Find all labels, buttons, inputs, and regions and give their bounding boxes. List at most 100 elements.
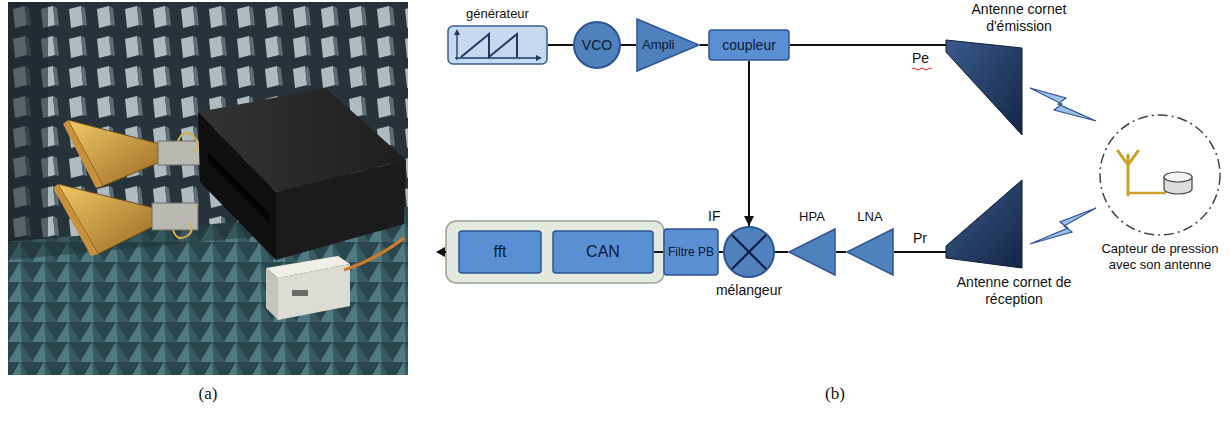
node-caption: Antenne cornet de réception <box>944 274 1084 308</box>
fft-box: fft <box>458 230 542 274</box>
radar-housing <box>208 152 270 224</box>
emission-horn-shape <box>946 38 1022 135</box>
output-arrow <box>436 247 445 257</box>
power-box <box>292 290 308 296</box>
mixer-circle-shape <box>724 227 774 277</box>
pressure-sensor: Capteur de pression avec son antenne <box>1098 113 1222 237</box>
signal-line <box>621 44 636 46</box>
adc-box-shape <box>553 231 653 273</box>
horn-antenna-lower <box>53 184 98 256</box>
signal-label: IF <box>708 208 720 225</box>
port-label: Pe <box>912 50 929 67</box>
signal-line <box>775 251 788 253</box>
pressure-sensor-shape <box>1164 172 1192 182</box>
node-caption: mélangeur <box>716 282 782 299</box>
signal-line <box>836 251 846 253</box>
horn-antenna-lower <box>173 222 192 238</box>
node-caption: LNA <box>857 209 882 225</box>
signal-generator-shape <box>448 26 547 64</box>
spellcheck-squiggle <box>912 68 932 70</box>
lna-triangle: LNA <box>846 228 894 276</box>
wireless-bolt <box>1030 88 1096 121</box>
output-arrow <box>436 247 446 257</box>
mixer-circle-shape <box>732 235 766 269</box>
adc-box: CAN <box>552 230 654 274</box>
power-box <box>266 268 278 320</box>
signal-line <box>790 44 946 46</box>
wireless-bolt <box>1030 208 1096 244</box>
fft-box-shape <box>459 231 541 273</box>
emission-horn: Antenne cornet d'émission <box>946 38 1022 135</box>
signal-generator-shape <box>461 34 517 57</box>
radar-housing <box>276 160 406 260</box>
emission-horn-shape <box>946 40 1022 135</box>
chamber-photo <box>8 2 408 375</box>
node-label: VCO <box>582 37 612 54</box>
signal-line <box>748 61 750 226</box>
mixer-circle-shape <box>723 226 775 278</box>
signal-generator: générateur <box>447 25 548 65</box>
hpa-triangle-shape <box>788 228 836 276</box>
signal-line <box>654 251 663 253</box>
lna-triangle-shape <box>847 229 893 275</box>
node-label: Ampli <box>642 37 675 53</box>
coupler-box: coupleur <box>708 29 790 61</box>
signal-generator-shape <box>447 25 548 65</box>
pressure-sensor-shape <box>1118 151 1138 195</box>
spellcheck-squiggle <box>912 68 932 70</box>
hpa-triangle: HPA <box>788 228 836 276</box>
power-box <box>344 238 404 270</box>
lowpass-filter-box-text-area: Filtre PB <box>663 228 719 276</box>
acquisition-group-outline <box>446 221 664 283</box>
signal-line <box>700 44 708 46</box>
horn-antenna-upper <box>178 133 198 151</box>
radar-housing <box>198 112 276 260</box>
pressure-sensor-shape <box>1100 115 1220 235</box>
amplifier-triangle-shape <box>637 19 699 71</box>
fft-box-text-area: fft <box>458 230 542 274</box>
horn-antenna-upper <box>63 120 204 188</box>
mixer-circle: mélangeur <box>723 226 775 278</box>
signal-generator-shape <box>536 55 542 61</box>
horn-antenna-upper <box>63 120 103 188</box>
power-box <box>266 238 404 320</box>
horn-antenna-lower <box>53 184 198 256</box>
node-label: Filtre PB <box>668 245 714 259</box>
node-caption: Capteur de pression avec son antenne <box>1095 241 1225 272</box>
absorber-wall <box>8 2 48 272</box>
node-label: coupleur <box>722 37 776 54</box>
signal-line <box>719 251 723 253</box>
lowpass-filter-box-shape <box>664 229 718 275</box>
vco-circle-text-area: VCO <box>573 21 621 69</box>
reception-horn-shape <box>946 180 1022 268</box>
coupler-box-shape <box>709 30 789 60</box>
absorber-wall <box>8 2 408 375</box>
lowpass-filter-box: Filtre PB <box>663 228 719 276</box>
reception-horn: Antenne cornet de réception <box>946 176 1022 270</box>
port-label: Pr <box>913 230 927 247</box>
amplifier-triangle: Ampli <box>636 18 700 72</box>
signal-line <box>548 44 573 46</box>
signal-generator-shape <box>454 29 460 35</box>
subfigure-label: (a) <box>199 384 218 404</box>
node-caption: générateur <box>466 6 529 22</box>
acquisition-group-outline <box>446 221 664 283</box>
hpa-triangle-shape <box>789 229 835 275</box>
power-box <box>278 264 350 320</box>
node-caption: Antenne cornet d'émission <box>959 1 1079 35</box>
lna-triangle-shape <box>846 228 894 276</box>
pressure-sensor-shape <box>1128 192 1166 195</box>
reception-horn-shape <box>946 176 1022 270</box>
wireless-bolt <box>1030 88 1096 244</box>
signal-generator-shape <box>455 33 538 60</box>
amplifier-triangle-text-area: Ampli <box>636 18 700 72</box>
absorber-wall <box>8 2 408 375</box>
pressure-sensor-shape <box>1100 115 1220 235</box>
node-label: CAN <box>586 242 620 261</box>
signal-line <box>894 251 946 253</box>
node-caption: HPA <box>799 209 825 225</box>
coupler-box-text-area: coupleur <box>708 29 790 61</box>
